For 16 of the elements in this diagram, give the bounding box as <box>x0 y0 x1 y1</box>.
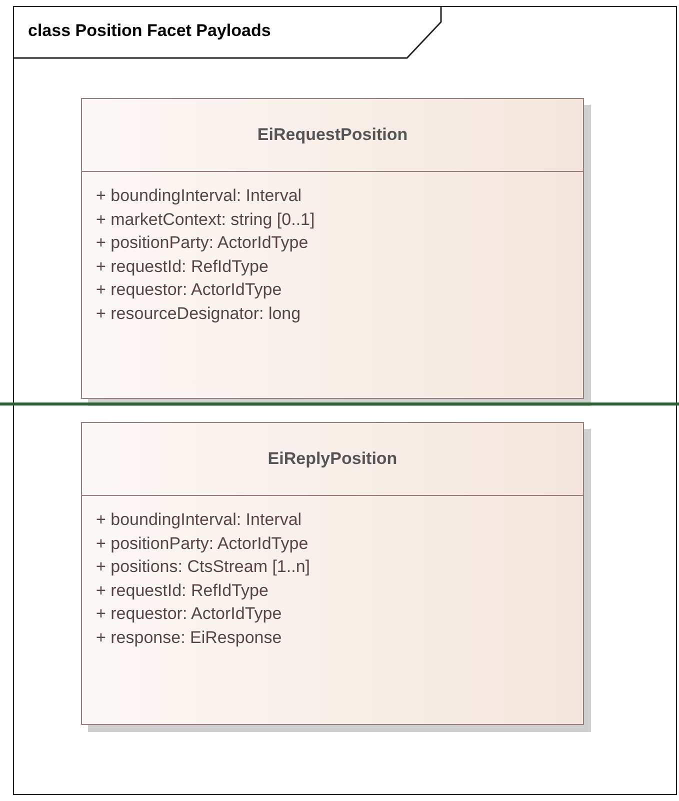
attribute: + requestor: ActorIdType <box>96 279 283 301</box>
attribute: + positionParty: ActorIdType <box>96 232 310 254</box>
attribute: + positions: CtsStream [1..n] <box>96 556 312 578</box>
frame-title: class Position Facet Payloads <box>28 21 271 41</box>
attribute: + marketContext: string [0..1] <box>96 208 316 230</box>
attribute: + boundingInterval: Interval <box>96 509 303 531</box>
attribute: + boundingInterval: Interval <box>96 185 303 207</box>
attribute: + requestor: ActorIdType <box>96 603 283 625</box>
diagram-frame <box>13 6 677 795</box>
attribute: + requestId: RefIdType <box>96 580 270 602</box>
class-name: EiRequestPosition <box>257 125 408 145</box>
attribute: + response: EiResponse <box>96 626 283 648</box>
class-name: EiReplyPosition <box>268 449 398 469</box>
attribute: + resourceDesignator: long <box>96 302 302 324</box>
attribute: + requestId: RefIdType <box>96 256 270 278</box>
attribute: + positionParty: ActorIdType <box>96 532 310 554</box>
